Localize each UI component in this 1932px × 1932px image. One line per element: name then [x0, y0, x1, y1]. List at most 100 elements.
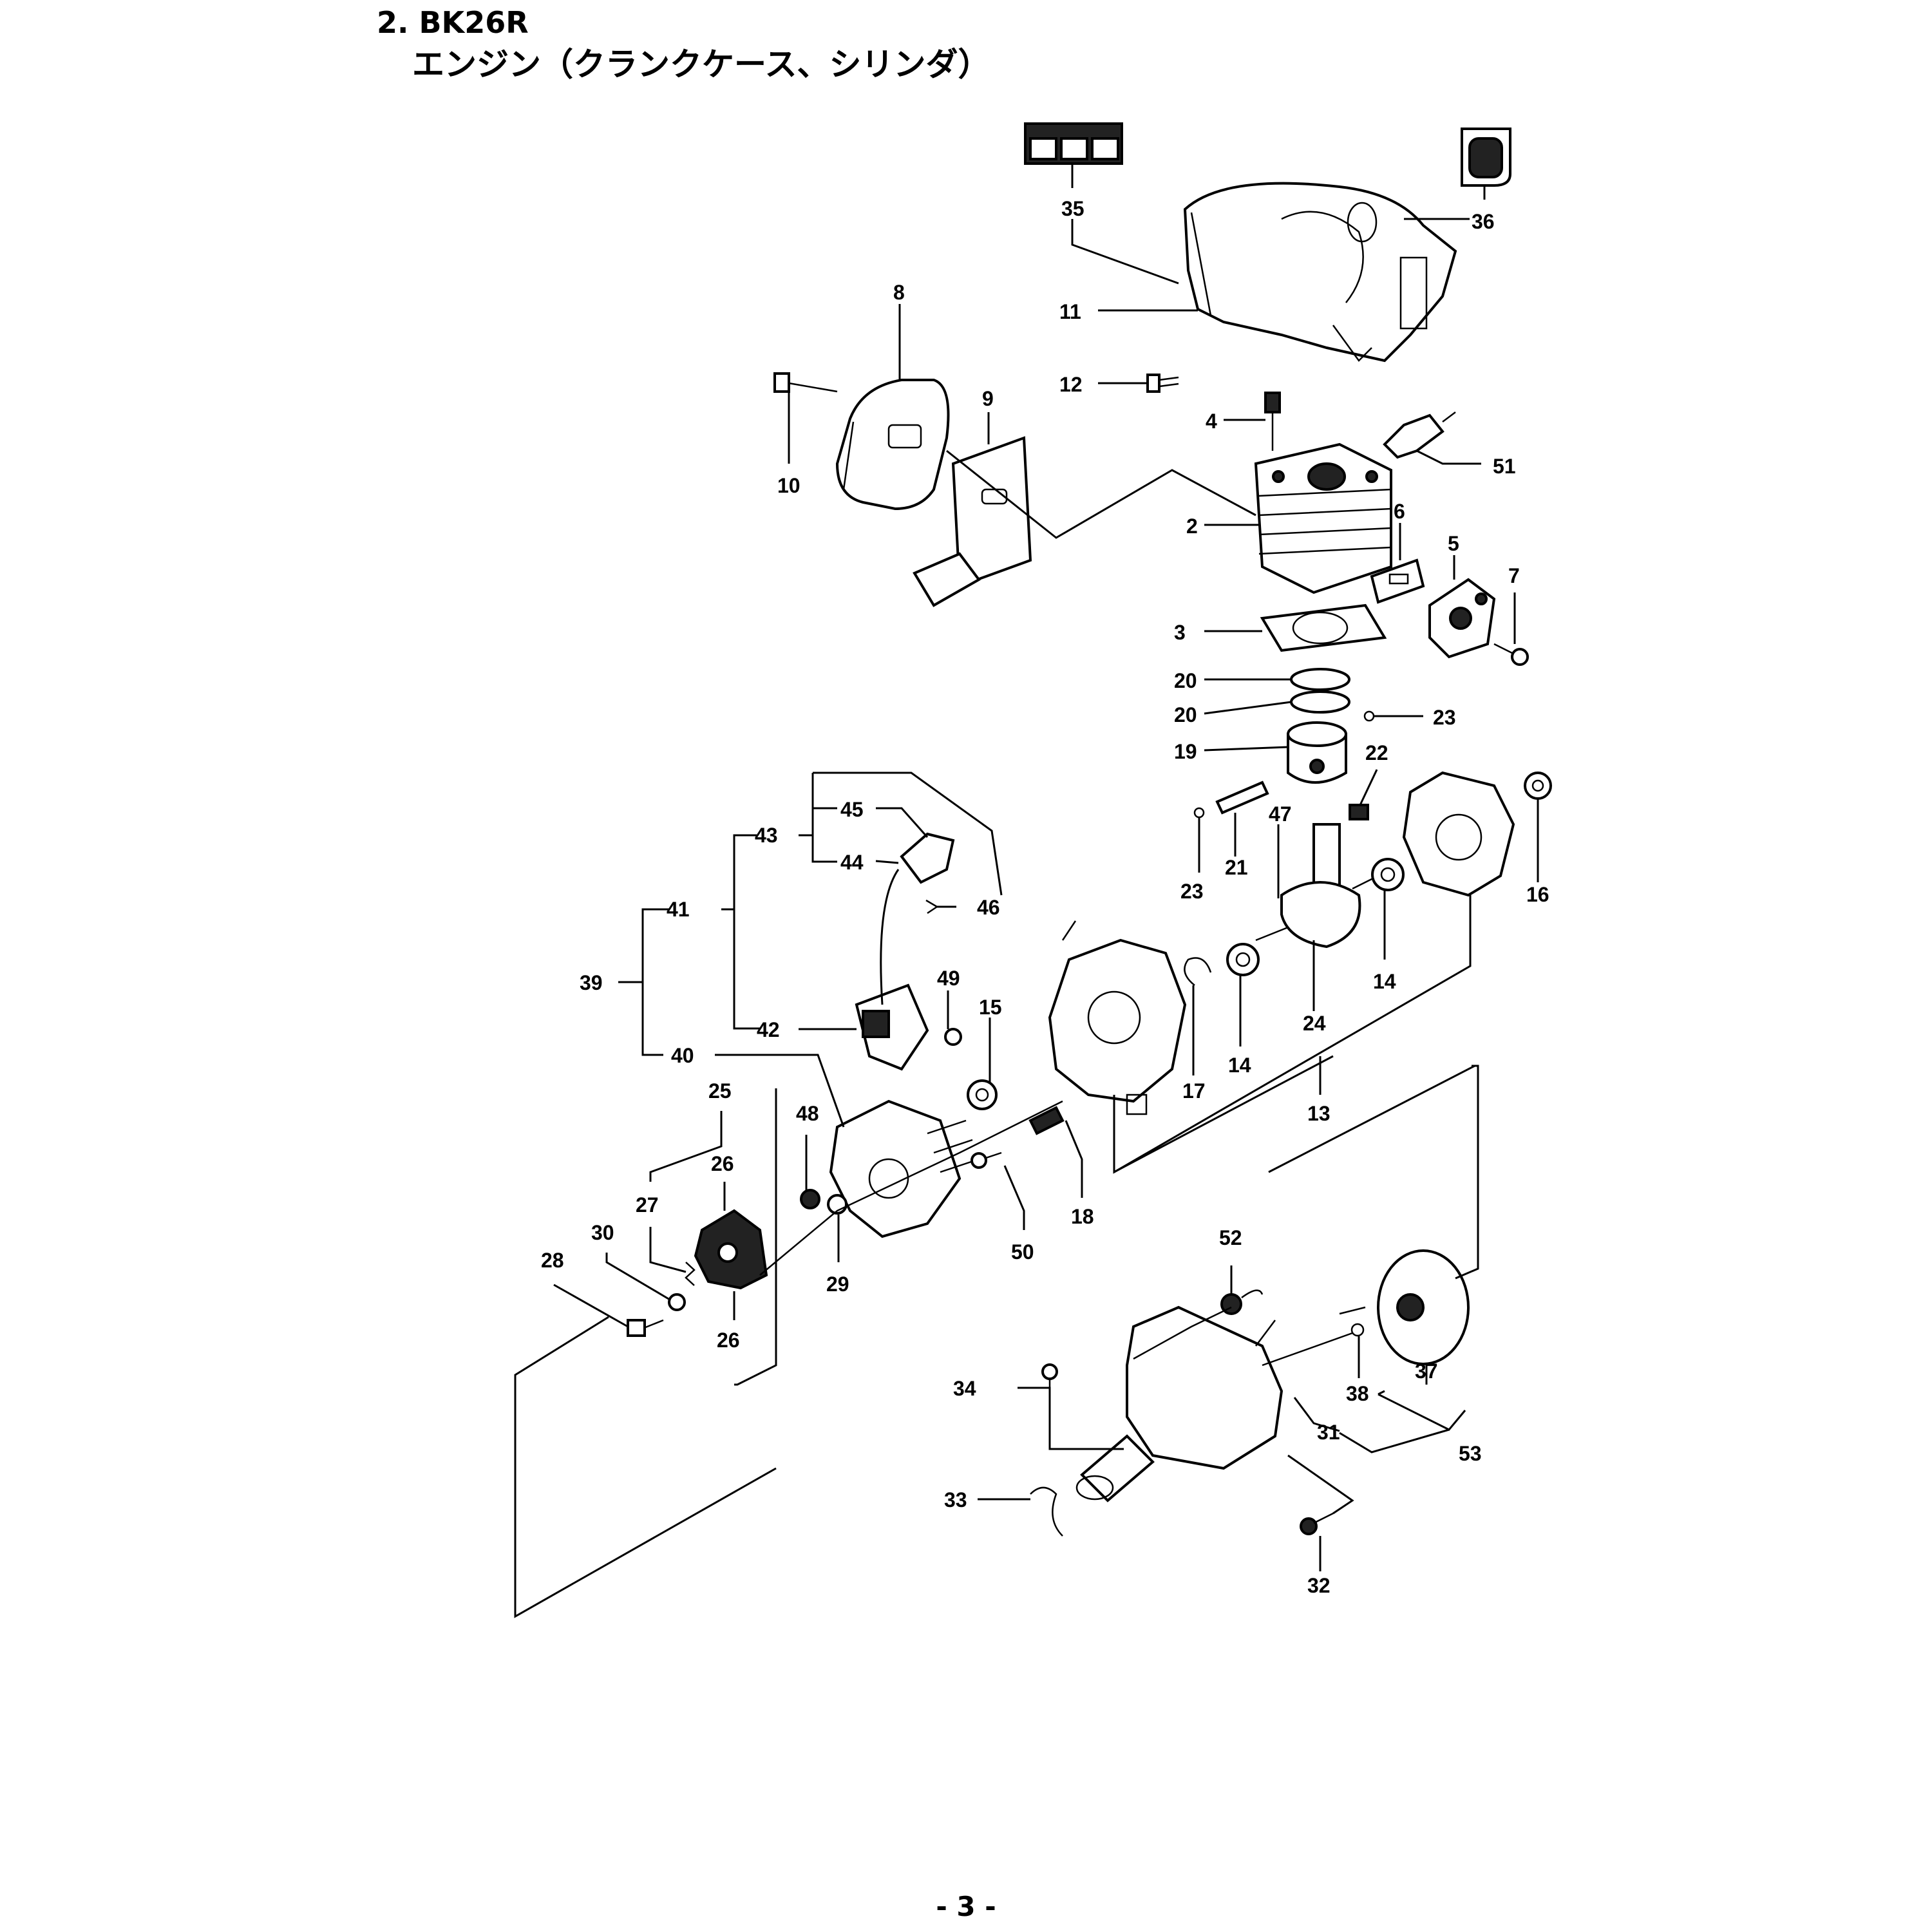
label-42: 42: [757, 1018, 780, 1041]
label-52: 52: [1219, 1226, 1242, 1249]
label-34: 34: [953, 1377, 976, 1400]
part-45-plug-cap: [900, 832, 955, 884]
label-46: 46: [977, 896, 1000, 919]
label-38: 38: [1346, 1382, 1369, 1405]
part-52-bushing: [1220, 1289, 1264, 1315]
part-50-bolt: [971, 1151, 1002, 1169]
label-5: 5: [1448, 532, 1459, 555]
label-2: 2: [1186, 515, 1198, 538]
label-51: 51: [1493, 455, 1516, 478]
part-12-screw: [1146, 374, 1179, 393]
diagram-subtitle: エンジン（クランクケース、シリンダ）: [412, 46, 990, 83]
label-48: 48: [796, 1102, 819, 1125]
label-49: 49: [937, 967, 960, 990]
label-26a: 26: [711, 1152, 734, 1175]
part-32-bolt: [1300, 1512, 1334, 1535]
label-30: 30: [591, 1221, 614, 1244]
part-51-spark-plug: [1383, 412, 1456, 459]
label-41: 41: [667, 898, 690, 921]
part-14-bearing-b: [1226, 943, 1260, 976]
label-9: 9: [982, 387, 994, 410]
label-14b: 14: [1228, 1054, 1251, 1077]
label-37: 37: [1415, 1359, 1438, 1383]
crankcase-left-half: [1048, 920, 1187, 1115]
part-10-bolt: [773, 372, 838, 393]
part-19-piston: [1287, 721, 1347, 784]
part-20-piston-rings: [1290, 668, 1350, 714]
part-49-spacer: [944, 1028, 962, 1046]
part-7-bolt: [1493, 643, 1529, 666]
label-3: 3: [1174, 621, 1186, 644]
label-27: 27: [636, 1193, 659, 1217]
part-30-washer: [668, 1293, 686, 1311]
label-17: 17: [1182, 1079, 1206, 1103]
label-28: 28: [541, 1249, 564, 1272]
label-4: 4: [1206, 410, 1217, 433]
diagram-title: 2. BK26R: [377, 5, 529, 40]
label-23a: 23: [1433, 706, 1456, 729]
label-33: 33: [944, 1488, 967, 1511]
label-47: 47: [1269, 802, 1292, 826]
label-19: 19: [1174, 740, 1197, 763]
label-50: 50: [1011, 1240, 1034, 1264]
part-35-warning-label: [1024, 122, 1123, 165]
part-11-cylinder-cover: [1183, 182, 1457, 363]
label-16: 16: [1526, 883, 1549, 906]
label-8: 8: [893, 281, 905, 304]
part-42-ignition-coil: [855, 983, 929, 1071]
page-number: - 3 -: [936, 1891, 996, 1922]
label-35: 35: [1061, 197, 1084, 220]
part-number-labels: 35 36 11 12 8 10 9 4 51 2 6 5 7 3 20 20 …: [541, 197, 1549, 1597]
label-21: 21: [1225, 856, 1248, 879]
part-48-nut: [800, 1189, 820, 1209]
label-45: 45: [840, 798, 864, 821]
label-24: 24: [1303, 1012, 1326, 1035]
label-11: 11: [1059, 300, 1081, 323]
part-9-muffler-plate: [913, 436, 1032, 607]
part-28-bolt: [627, 1319, 664, 1337]
leader-lines: [514, 165, 1539, 1618]
part-5-intake-joint: [1428, 578, 1496, 659]
part-46-spring: [925, 899, 939, 914]
part-27-clutch-spring: [685, 1262, 696, 1286]
label-29: 29: [826, 1273, 849, 1296]
label-20b: 20: [1174, 703, 1197, 726]
label-23b: 23: [1180, 880, 1204, 903]
part-38-clip: [1350, 1323, 1365, 1337]
label-43: 43: [755, 824, 778, 847]
label-40: 40: [671, 1044, 694, 1067]
part-23-circlip-a: [1363, 710, 1375, 722]
label-15: 15: [979, 996, 1002, 1019]
label-20a: 20: [1174, 669, 1197, 692]
part-37-clutch-drum: [1339, 1249, 1470, 1365]
label-13: 13: [1307, 1102, 1331, 1125]
label-26b: 26: [717, 1329, 740, 1352]
part-6-insulator: [1370, 558, 1425, 604]
part-33-clip: [1030, 1486, 1063, 1537]
label-31: 31: [1317, 1421, 1340, 1444]
label-36: 36: [1472, 210, 1495, 233]
label-53: 53: [1459, 1442, 1482, 1465]
label-25: 25: [708, 1079, 732, 1103]
label-32: 32: [1307, 1574, 1331, 1597]
part-44-high-tension-cord: [880, 869, 900, 1005]
part-3-gasket: [1260, 603, 1387, 652]
label-44: 44: [840, 851, 864, 874]
label-22: 22: [1365, 741, 1388, 764]
part-36-decal: [1461, 128, 1511, 187]
part-18-bolt: [1028, 1106, 1065, 1135]
part-14-bearing-a: [1371, 858, 1405, 891]
label-18: 18: [1071, 1205, 1094, 1228]
part-4-bolt: [1264, 392, 1281, 451]
label-7: 7: [1508, 564, 1520, 587]
label-6: 6: [1394, 500, 1405, 523]
part-8-muffler: [835, 379, 950, 511]
crankcase-right-half: [1402, 771, 1515, 897]
part-40-flywheel: [829, 1099, 980, 1238]
part-31-clutch-case: [1075, 1305, 1283, 1502]
part-24-crankshaft: [1255, 823, 1379, 949]
part-23-circlip-b: [1193, 807, 1205, 819]
label-10: 10: [777, 474, 800, 497]
